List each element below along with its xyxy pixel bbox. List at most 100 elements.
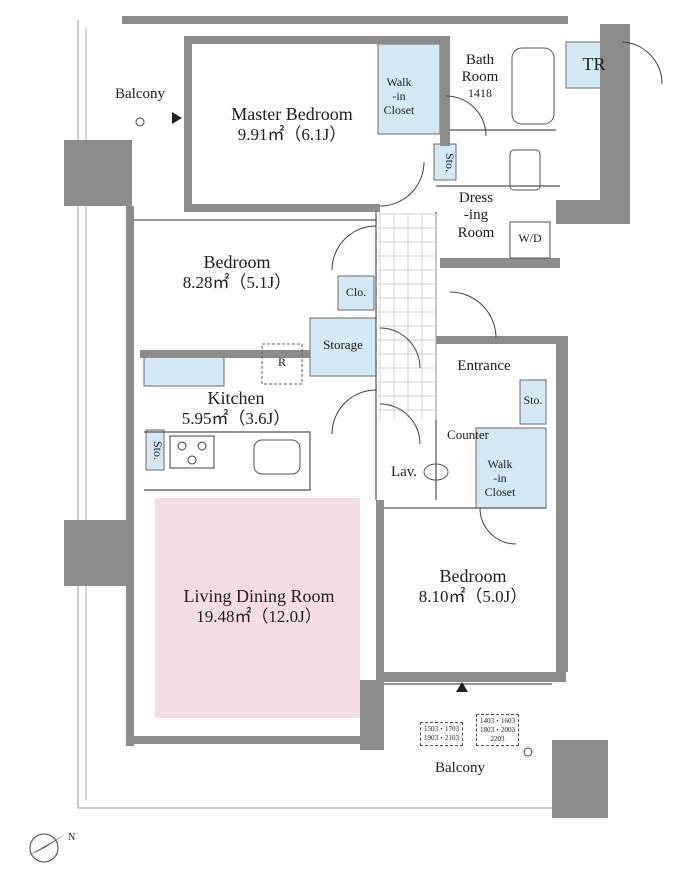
- door-lav: [379, 403, 421, 445]
- wic-bottom-line2: -in: [493, 470, 507, 485]
- drain-top: [135, 117, 145, 127]
- note-left-line1: 1503・1703: [424, 725, 459, 733]
- fridge-outline: [261, 343, 303, 385]
- burner-1: [177, 441, 187, 451]
- kitchen-name: Kitchen: [207, 388, 265, 408]
- burner-3: [187, 455, 197, 465]
- drain-bottom: [523, 747, 533, 757]
- storage-label: Storage: [323, 337, 363, 352]
- master-bedroom-area: 9.91㎡（6.1J）: [237, 124, 347, 144]
- wall-bath-left: [440, 36, 450, 146]
- wall-lower-bed-bottom: [376, 672, 566, 682]
- wall-living-bottom: [128, 736, 360, 744]
- walk-in-closet-bottom-label: Walk -in Closet: [478, 457, 522, 499]
- wall-bath-bottom: [440, 258, 560, 268]
- wall-left-edge: [126, 206, 134, 746]
- dressing-line3: Room: [457, 224, 495, 241]
- bedroom-upper-area: 8.28㎡（5.1J）: [182, 272, 292, 292]
- wall-right-step: [556, 200, 630, 224]
- wd-label: W/D: [518, 231, 542, 245]
- dressing-line2: -ing: [463, 207, 489, 224]
- entrance-label: Entrance: [457, 358, 511, 374]
- living-floor: [155, 498, 360, 718]
- wall-master-top: [190, 36, 440, 44]
- dress-basin: [509, 149, 541, 191]
- doors: [331, 41, 663, 545]
- bath-line3: 1418: [468, 85, 492, 100]
- wall-master-bottom: [184, 204, 380, 212]
- master-bedroom-label: Master Bedroom 9.91㎡（6.1J）: [212, 104, 372, 144]
- wall-top: [122, 16, 568, 24]
- wall-entrance-top: [436, 336, 566, 344]
- sto-kitchen-fill: [145, 429, 165, 471]
- storage-fill: [309, 317, 377, 377]
- bath-line1: Bath: [465, 52, 495, 68]
- counter-label: Counter: [447, 427, 489, 442]
- door-tr: [621, 41, 663, 85]
- compass-label: N: [68, 832, 75, 843]
- wall-master-left: [184, 36, 192, 206]
- sto-entrance-label: Sto.: [523, 393, 543, 407]
- kitchen-sink: [253, 439, 301, 475]
- wic-top-line3: Closet: [383, 102, 415, 117]
- living-area: 19.48㎡（12.0J）: [196, 606, 322, 626]
- balcony-bottom-label: Balcony: [435, 760, 485, 776]
- compass: N: [28, 832, 75, 863]
- balcony-note-left: 1503・1703 1903・2103: [420, 722, 463, 746]
- walls: [64, 16, 630, 818]
- bedroom-lower-label: Bedroom 8.10㎡（5.0J）: [398, 566, 548, 606]
- bedroom-lower-name: Bedroom: [439, 566, 507, 586]
- kitchen-label: Kitchen 5.95㎡（3.6J）: [166, 388, 306, 428]
- dressing-line1: Dress: [458, 190, 494, 206]
- wall-left-column: [64, 140, 132, 206]
- door-master: [379, 161, 425, 207]
- sto-entrance-fill: [519, 379, 547, 425]
- wall-left-column-2: [64, 520, 132, 586]
- burner-2: [197, 441, 207, 451]
- clo-fill: [337, 275, 375, 311]
- stove-top: [169, 435, 215, 469]
- door-closet-bottom: [479, 507, 517, 545]
- toilet: [423, 463, 449, 481]
- wic-bottom-line3: Closet: [484, 484, 516, 499]
- door-bath: [445, 95, 487, 137]
- living-label: Living Dining Room 19.48㎡（12.0J）: [164, 586, 354, 626]
- sto-bath-label: Sto.: [443, 153, 457, 173]
- balcony-top-label: Balcony: [115, 86, 165, 102]
- wic-bottom-line1: Walk: [487, 457, 513, 471]
- door-kitchen: [331, 389, 377, 435]
- fridge-label: R: [277, 355, 286, 369]
- wall-right-upper: [600, 24, 630, 224]
- sto-kitchen-label: Sto.: [151, 441, 165, 461]
- walk-in-closet-top-fill: [377, 43, 441, 135]
- wic-top-line1: Walk: [386, 75, 412, 89]
- bathtub: [511, 47, 555, 125]
- walk-in-closet-top-label: Walk -in Closet: [378, 75, 420, 117]
- note-right-line1: 1403・1603: [480, 717, 515, 725]
- compass-arrow: [28, 834, 66, 856]
- door-entrance: [449, 291, 497, 339]
- compass-ring: [29, 833, 59, 863]
- wic-top-line2: -in: [392, 88, 406, 103]
- door-storage: [379, 327, 421, 369]
- wall-bedroom-mid: [140, 350, 310, 358]
- closet-fills: [143, 41, 623, 509]
- wd-box: [509, 221, 551, 259]
- wall-right-lower: [556, 336, 568, 672]
- note-right-line2: 1803・2003: [480, 725, 515, 734]
- door-bed-upper: [331, 225, 377, 271]
- wall-balcony-corner: [552, 740, 608, 818]
- living-name: Living Dining Room: [183, 586, 335, 606]
- master-bedroom-name: Master Bedroom: [231, 104, 353, 124]
- bedroom-upper-label: Bedroom 8.28㎡（5.1J）: [162, 252, 312, 292]
- kitchen-area: 5.95㎡（3.6J）: [181, 408, 291, 428]
- bedroom-upper-name: Bedroom: [203, 252, 271, 272]
- wall-lower-center: [360, 680, 384, 750]
- arrow-balcony-bottom: [456, 682, 468, 692]
- bath-label: Bath Room 1418: [452, 52, 508, 100]
- site-outline: [77, 20, 582, 809]
- corridor-tiles: [376, 213, 437, 420]
- line-kitchen-counter: [144, 431, 311, 491]
- note-left-line2: 1903・2103: [424, 733, 459, 742]
